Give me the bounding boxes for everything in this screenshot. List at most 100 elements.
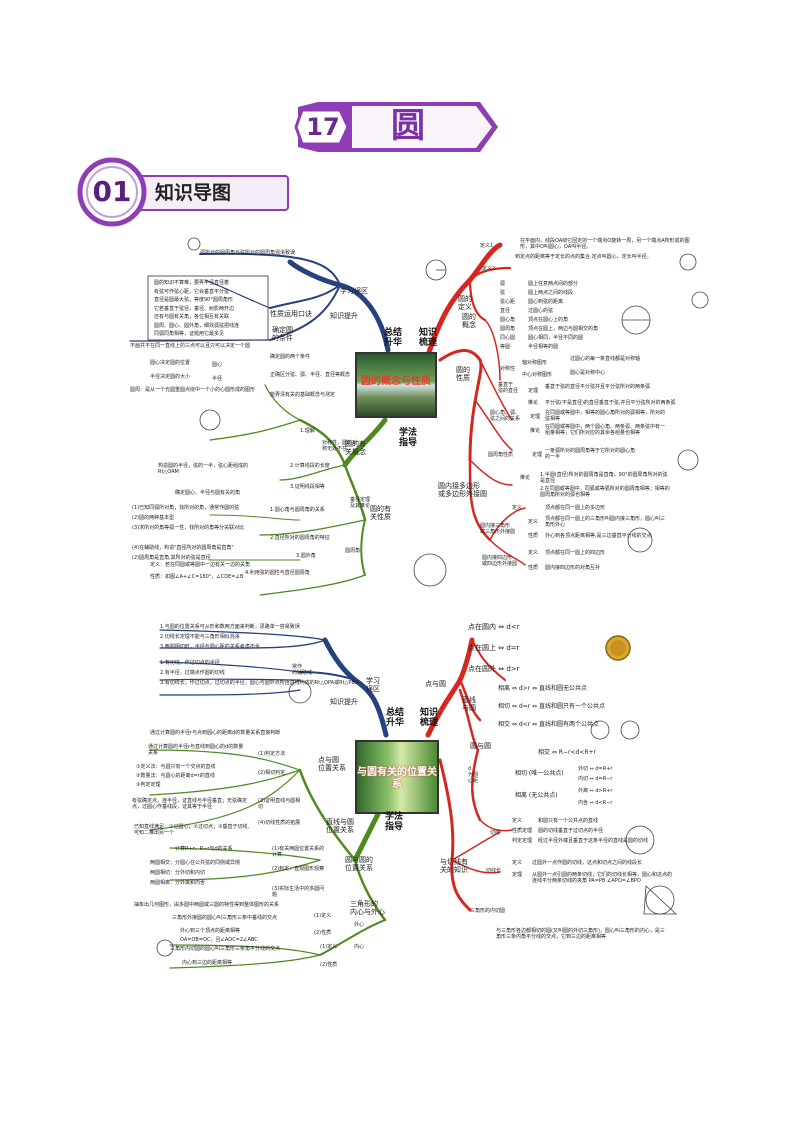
map2-circle-circle: 圆与圆 bbox=[470, 742, 491, 750]
center-note: 圆心决定圆的位置 bbox=[150, 360, 191, 366]
inscribed-angle-theorem: 定理 bbox=[532, 452, 543, 458]
tangent-len-value: 从圆外一点引圆的两条切线，它们的切线长相等，圆心和这点的连线平分两条切线的夹角 … bbox=[532, 872, 673, 884]
chant-line: 还有与圆有关角，各位相互有关联 bbox=[154, 314, 230, 320]
arc-chord-label: 圆心角、弧、 弦之间的关系 bbox=[490, 410, 521, 422]
m2-tangent-ext: (4)切线性质的拓展 bbox=[258, 820, 301, 826]
map1-hub-summary: 总结 升华 bbox=[384, 328, 403, 348]
perp-chord-cor-text: 平分弦(不是直径)的直径垂直于弦,并且平分弦所对的两条弧 bbox=[545, 400, 676, 406]
map1-node-circle-property: 圆的 性质 bbox=[456, 366, 470, 382]
m2-cc-3: (3)实际生活中的多圆问题 bbox=[272, 886, 325, 898]
map2-line-circle: 直线 与圆 bbox=[462, 696, 476, 712]
polygon-def: 定义 bbox=[512, 505, 523, 511]
m2-cc-3-note: 两圆相离：分外离和内含 bbox=[150, 880, 206, 886]
related-item: (4)在辅助线，构造"直径所对的圆周角是直角" bbox=[132, 545, 234, 551]
m2-cc-2-note: 两圆相切：分外切和内切 bbox=[150, 870, 206, 876]
concept-key: 圆心角 bbox=[500, 317, 516, 323]
m2-inner-prop-text: 内心到三边的距离相等 bbox=[182, 960, 233, 966]
map2-center-image: 与圆有关的位置关系 bbox=[355, 740, 439, 814]
point-circle-item: 点在圆内 ⇔ d<r bbox=[468, 623, 520, 631]
m2-tangent-ext-text: 已知直线满足：①过圆心；②过切点；③垂直于切线,可知二推出另一个 bbox=[134, 824, 250, 836]
m2-inner-def: (1)定义 bbox=[320, 944, 338, 950]
apply-item: ②数量法：与圆心的距离d=r的直线 bbox=[136, 773, 215, 779]
def1-label: 定义1 bbox=[480, 243, 494, 249]
determine-cond: 确定圆的两个条件 bbox=[270, 354, 311, 360]
map2-tangent-aux: 常作 的辅助线 bbox=[292, 664, 313, 676]
polygon-quad-def: 定义 bbox=[528, 550, 539, 556]
concept-key: 弧 bbox=[500, 281, 506, 287]
concept-key: 直径 bbox=[500, 308, 511, 314]
map2-point-circle: 点与圆 bbox=[425, 680, 446, 688]
map1-node-study-area: 学习误区 bbox=[340, 287, 368, 295]
map2-d-label: d 为圆 心距 bbox=[468, 766, 479, 784]
symmetry-axis: 轴对称图形 bbox=[522, 360, 548, 366]
map1-node-related-property: 圆的有 关性质 bbox=[370, 505, 391, 521]
map2-branches bbox=[149, 629, 513, 969]
map1-node-knowledge-up: 知识提升 bbox=[330, 312, 358, 320]
tangent-key: 性质定理 bbox=[512, 828, 533, 834]
map2-cc-tangent: 相切 (唯一公共点) bbox=[515, 770, 564, 777]
concept-value: 顶点在圆上，两边与圆相交的角 bbox=[528, 326, 599, 332]
m2-cc-pos: 圆与圆的 位置关系 bbox=[345, 856, 373, 872]
chant-line: 圆的知识不算难，要弄半径直径着 bbox=[154, 280, 230, 286]
concept-key: 弦 bbox=[500, 290, 506, 296]
m2-inner-prop: (2)性质 bbox=[320, 962, 338, 968]
map1-center-label: 圆的概念与性质 bbox=[361, 376, 431, 387]
rel-label2: 2.直径所对的圆周角的特征 bbox=[270, 535, 330, 541]
perp-app2: 3.证明线段相等 bbox=[290, 484, 325, 490]
concept-value: 圆心相同，半径不同的圆 bbox=[528, 335, 584, 341]
radius-label: 半径 bbox=[212, 376, 223, 382]
section-number: 01 bbox=[92, 175, 132, 208]
diagram-circles bbox=[156, 237, 709, 957]
related-item: (1)已知同弧所对角，找所对的角，通常作圆的弦 bbox=[132, 505, 240, 511]
map1-hub-method: 学法 指导 bbox=[399, 428, 418, 448]
bottom-note2: 性质：如图∠A+∠C=180°，∠CDE=∠B bbox=[150, 574, 244, 580]
m2-pos-rel: 点与圆 位置关系 bbox=[318, 756, 346, 772]
m2-apply-judge: (2)相切判定 bbox=[258, 770, 286, 776]
map2-hub-method: 学法 指导 bbox=[385, 812, 404, 832]
concept-note3: 圆周：是从一个光圆重圆点绕中一个小的心圆形成的图形 bbox=[130, 387, 256, 393]
tangent-value: 和圆只有一个公共点的直线 bbox=[538, 818, 599, 824]
concept-value: 圆上任意两点间的部分 bbox=[528, 281, 579, 287]
map2-cc-ext: 外切 ⇔ d=R+r bbox=[578, 766, 613, 772]
concept-value: 圆心到弦的距离 bbox=[528, 299, 564, 305]
chapter-badge-shape bbox=[294, 108, 350, 146]
symmetry-center-note: 圆心是对称中心 bbox=[570, 370, 606, 376]
arc-chord-corollary: 推论 bbox=[530, 428, 541, 434]
def1-text: 在平面内，线段OA绕它固定的一个端点O旋转一周，另一个端点A所形成的图形，其中O… bbox=[520, 238, 690, 250]
map1-branches bbox=[129, 242, 526, 596]
map1-node-related-concept: 圆的有 关概念 bbox=[345, 440, 366, 456]
concept-key: 等圆 bbox=[500, 344, 511, 350]
concept-value: 圆上两点之间的线段 bbox=[528, 290, 574, 296]
concept-key: 弦心距 bbox=[500, 299, 516, 305]
polygon-quad-prop: 性质 bbox=[528, 565, 539, 571]
m2-intro: 通过计算圆的半径r与点到圆心的距离d的数量关系直接判断 bbox=[150, 730, 281, 736]
inscribed-angle-cor1: 推论 bbox=[520, 475, 531, 481]
concept-key: 圆周角 bbox=[500, 326, 516, 332]
aux2: 确定圆心、半径与圆有关的角 bbox=[175, 490, 241, 496]
map2-cc-intersect: 相交 ⇔ R−r<d<R+r bbox=[538, 749, 597, 756]
chant-line: 直径是圆最大弦，等度90°圆周角形 bbox=[154, 297, 233, 303]
arc-note: 垂径定理 及其推论 bbox=[350, 497, 371, 509]
m2-judge-note: 通过计算圆的半径r与直线到圆心的d的数量关系 bbox=[148, 744, 244, 756]
point-circle-item: 点在圆上 ⇔ d=r bbox=[468, 644, 520, 652]
map2-cc-in: 内含 ⇔ d<R−r bbox=[578, 800, 613, 806]
map1-node-circle-def: 圆的 定义 bbox=[458, 295, 472, 311]
perp-chord-def-text: 垂直于弦的直径平分弦并且平分弦所对的两条弧 bbox=[545, 384, 651, 390]
related-item: (2)圆的两种基本型 bbox=[132, 515, 175, 521]
chant-line: 圆周、圆心、圆外角，细找弧弦把线连 bbox=[154, 322, 240, 329]
tangent-value: 圆的切线垂直于过切点的半径 bbox=[538, 828, 604, 834]
perp-chord-label: 垂直于 弦的直径 bbox=[498, 382, 519, 394]
map1-node-inscribed-polygon: 圆内接多边形 或多边形外接圆 bbox=[438, 482, 487, 498]
chapter-title: 圆 bbox=[391, 106, 425, 146]
m2-cc-1-note: 两圆相交：分圆心在公共弦的同侧或异侧 bbox=[150, 860, 241, 866]
m2-proof-label: (3)证明直线与圆相切 bbox=[258, 798, 301, 810]
chant-line: 有弦可作弦心距，它会垂直平分弦 bbox=[154, 288, 230, 295]
map2-tangent: 切线 bbox=[490, 830, 501, 836]
m2-judge-method: (1)判定方法 bbox=[258, 751, 286, 757]
concept-value: 半径相等的圆 bbox=[528, 344, 559, 350]
line-circle-item: 相交 ⇔ d<r ⇔ 直线和圆有两个公共点 bbox=[498, 721, 599, 728]
tangent-key: 定义 bbox=[512, 818, 523, 824]
map1-node-property-chant: 性质运用口诀 bbox=[270, 310, 312, 318]
m2-line-pos: 直线与圆 位置关系 bbox=[326, 818, 354, 834]
polygon-quad-def-text: 顶点都在同一圆上的四边形 bbox=[545, 550, 606, 556]
